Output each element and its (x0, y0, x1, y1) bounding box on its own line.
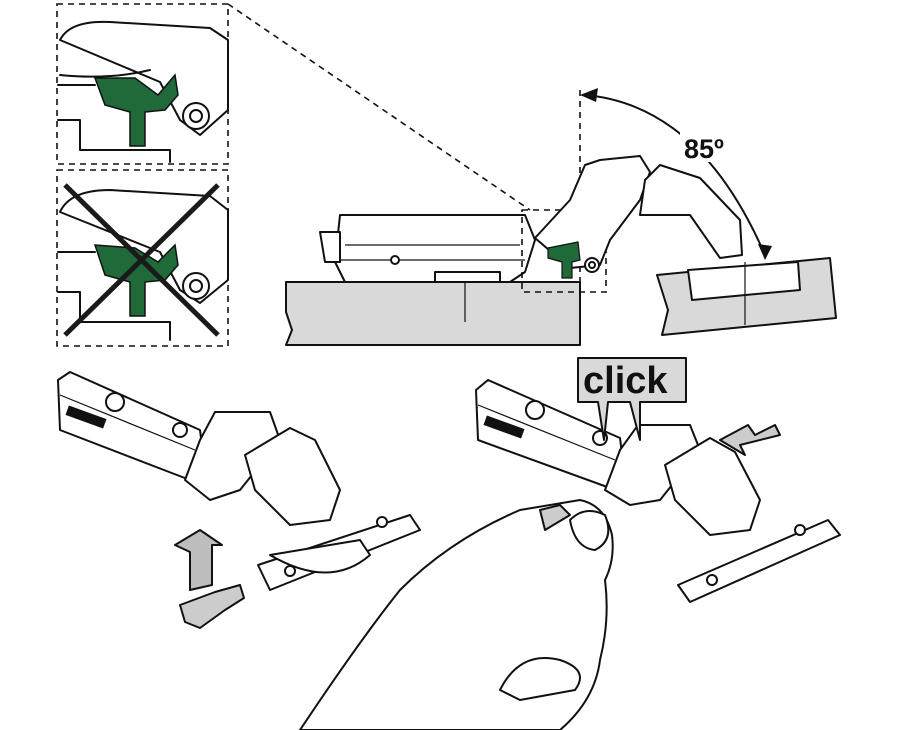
click-callout (577, 357, 687, 441)
side-view-hinge: 85º (285, 88, 837, 346)
clip-green-incorrect (93, 243, 179, 317)
clip-green-correct (93, 73, 179, 147)
hinge-with-removed-clip (57, 371, 421, 629)
click-label: click (583, 360, 668, 402)
hand-icon (299, 499, 614, 730)
hinge-click-step: click (299, 357, 841, 730)
clip-icon (179, 584, 245, 629)
detail-correct-panel (56, 3, 229, 165)
arrow-icon (174, 529, 223, 591)
angle-label: 85º (684, 134, 724, 164)
push-arrow-icon (719, 424, 781, 456)
detail-incorrect-panel (56, 169, 229, 347)
cross-icon (63, 183, 220, 337)
